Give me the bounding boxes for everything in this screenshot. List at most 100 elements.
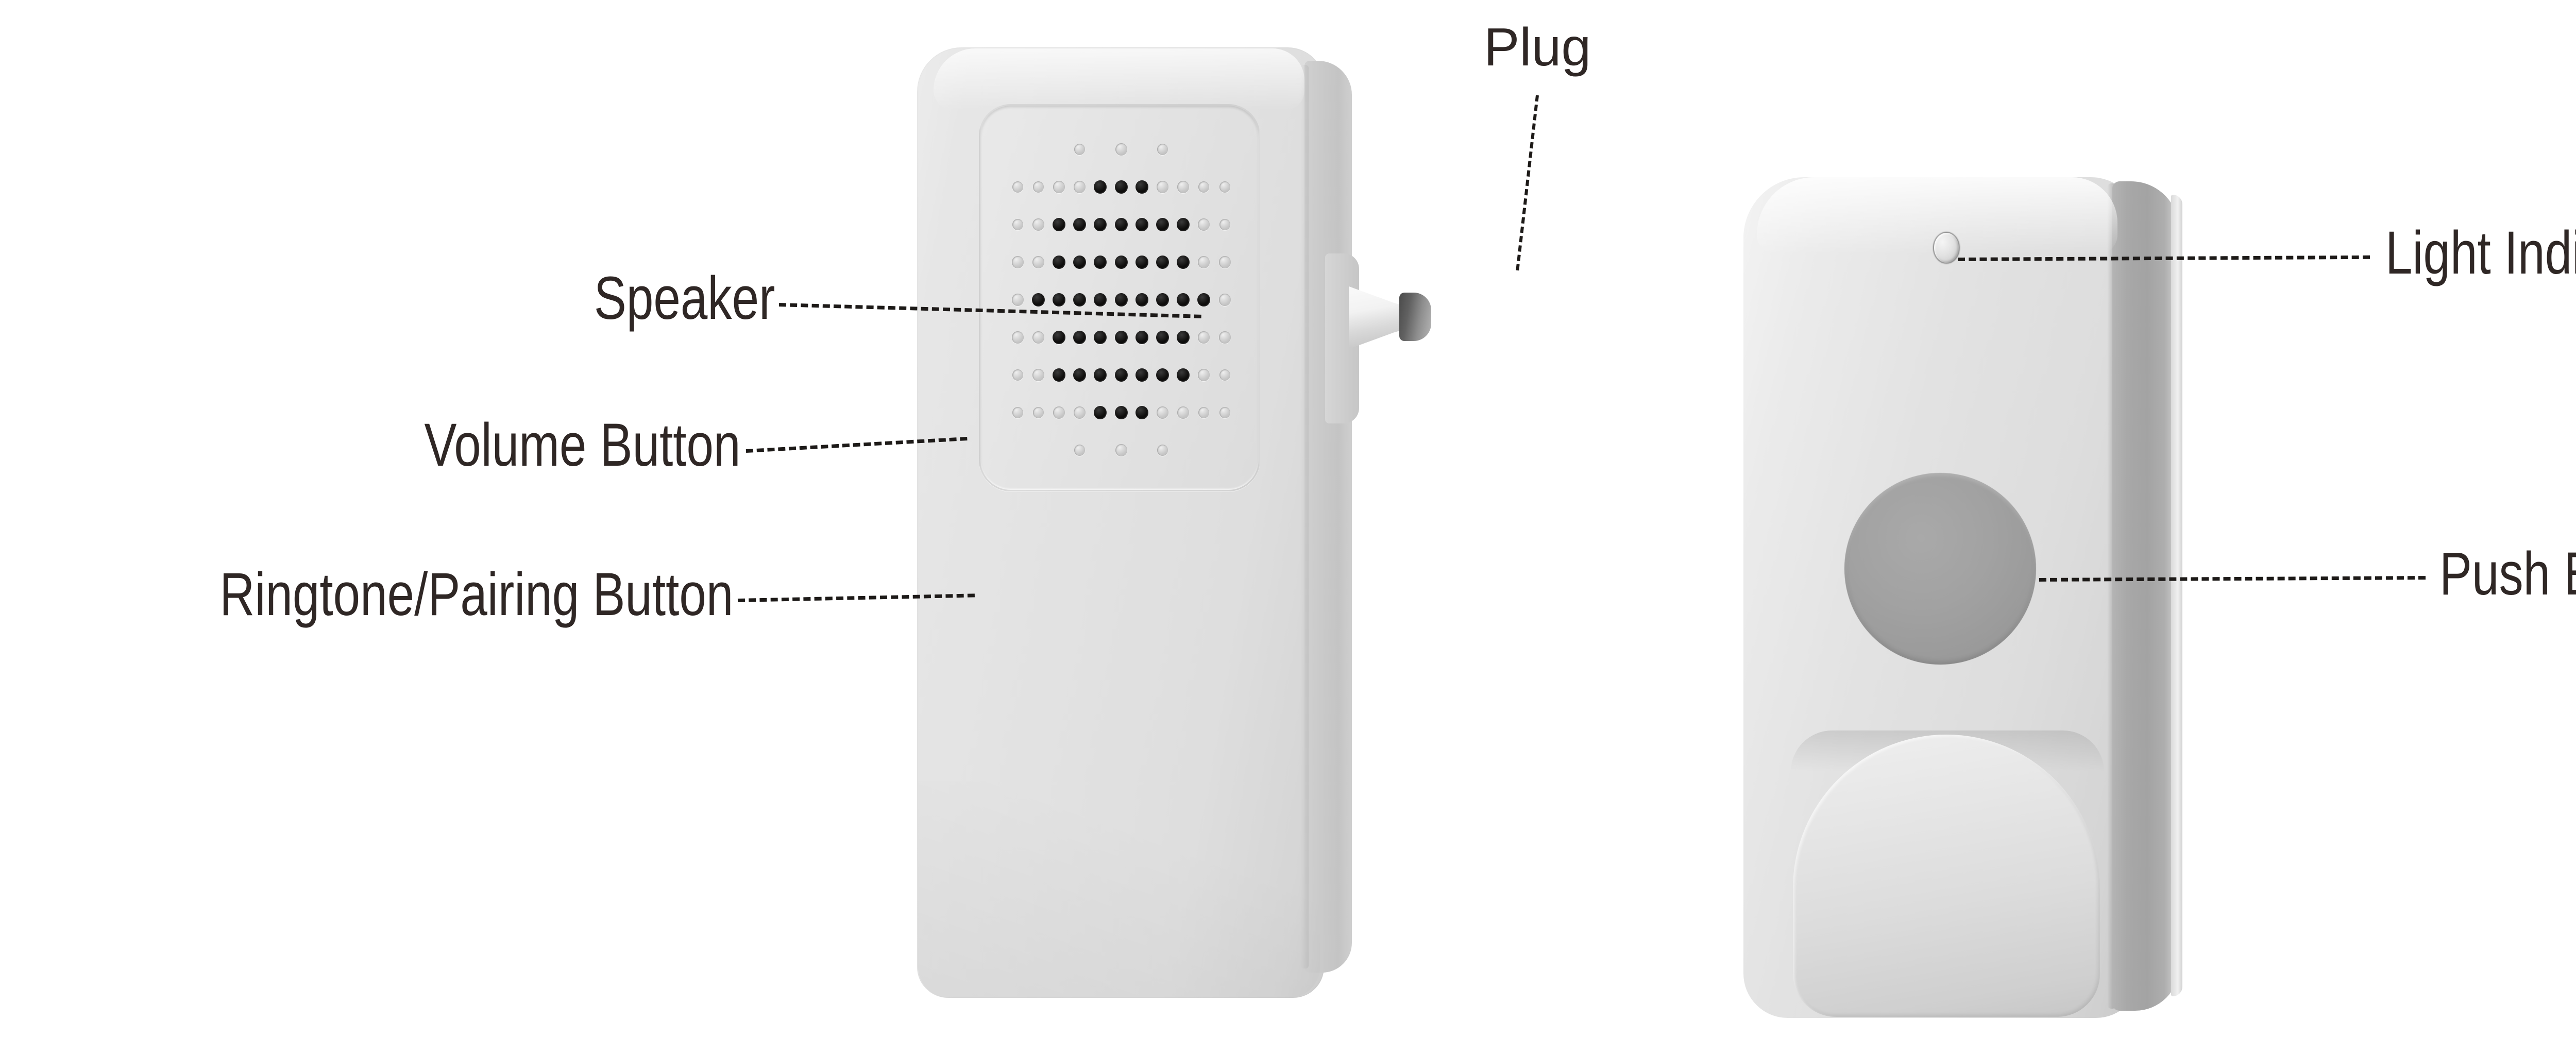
chime-body-seam	[1300, 65, 1309, 968]
grille-hole	[1157, 444, 1168, 456]
grille-hole	[1198, 406, 1210, 418]
grille-hole	[1052, 368, 1065, 382]
push-button-circle[interactable]	[1844, 473, 2036, 665]
grille-hole	[1032, 181, 1044, 193]
bottom-dome	[1793, 735, 2100, 1017]
grille-hole	[1114, 405, 1128, 419]
label-ringtone-pairing-button: Ringtone/Pairing Button	[219, 564, 733, 625]
grille-hole	[1012, 406, 1023, 418]
label-light-indicator: Light Indicator	[2385, 223, 2576, 283]
grille-hole	[1032, 406, 1044, 418]
grille-hole	[1156, 255, 1169, 269]
grille-hole	[1094, 255, 1107, 269]
label-plug: Plug	[1484, 21, 1591, 74]
grille-hole	[1218, 256, 1231, 268]
grille-hole	[1094, 217, 1107, 231]
grille-hole	[1094, 293, 1107, 307]
grille-hole	[1115, 143, 1127, 156]
grille-hole	[1073, 255, 1087, 269]
grille-hole	[1156, 217, 1169, 231]
label-speaker-text: Speaker	[594, 264, 775, 332]
chime-body-side	[1304, 61, 1352, 973]
label-plug-text: Plug	[1484, 18, 1591, 77]
speaker-grille-panel	[979, 104, 1260, 491]
grille-hole	[1074, 444, 1086, 456]
grille-hole	[1177, 217, 1190, 231]
grille-hole	[1053, 406, 1065, 419]
grille-hole	[1011, 293, 1024, 306]
grille-hole	[1052, 330, 1065, 344]
grille-hole	[1032, 368, 1044, 381]
grille-hole	[1177, 180, 1190, 193]
label-push-button: Push Button	[2439, 543, 2576, 604]
label-light-indicator-text: Light Indicator	[2385, 219, 2576, 287]
grille-hole	[1073, 217, 1087, 231]
label-ringtone-pairing-button-text: Ringtone/Pairing Button	[219, 560, 733, 628]
grille-hole	[1156, 406, 1168, 419]
grille-hole	[1156, 180, 1168, 193]
label-speaker: Speaker	[594, 268, 775, 329]
grille-hole	[1177, 255, 1190, 269]
grille-hole	[1012, 369, 1023, 381]
grille-hole	[1094, 330, 1107, 344]
grille-hole	[1135, 405, 1148, 419]
grille-hole	[1218, 331, 1231, 344]
grille-hole	[1177, 368, 1190, 382]
grille-hole	[1198, 256, 1210, 268]
grille-hole	[1177, 406, 1190, 419]
grille-hole	[1031, 293, 1045, 307]
grille-hole	[1032, 218, 1044, 231]
grille-hole	[1052, 293, 1065, 307]
grille-hole	[1135, 180, 1148, 194]
grille-hole	[1114, 255, 1128, 269]
grille-hole	[1073, 293, 1087, 307]
grille-hole	[1032, 331, 1044, 344]
grille-hole	[1074, 406, 1086, 419]
push-button-device	[1743, 174, 2228, 1019]
grille-hole	[1074, 143, 1086, 155]
grille-hole	[1012, 181, 1023, 193]
grille-hole	[1219, 369, 1230, 381]
label-volume-button-text: Volume Button	[424, 411, 741, 479]
grille-hole	[1073, 330, 1087, 344]
grille-hole	[1156, 293, 1169, 307]
grille-hole	[1011, 331, 1024, 344]
grille-hole	[1135, 368, 1148, 382]
light-indicator-lens	[1933, 232, 1960, 264]
grille-hole	[1032, 256, 1044, 268]
grille-hole	[1094, 180, 1107, 194]
grille-hole	[1114, 330, 1128, 344]
grille-hole	[1219, 218, 1230, 230]
grille-hole	[1198, 368, 1210, 381]
grille-hole	[1114, 180, 1128, 194]
grille-hole	[1114, 217, 1128, 231]
grille-hole	[1115, 444, 1127, 456]
grille-hole	[1135, 217, 1148, 231]
grille-hole	[1052, 217, 1065, 231]
label-volume-button: Volume Button	[425, 415, 741, 475]
grille-hole	[1073, 368, 1087, 382]
plug-prong-tip[interactable]	[1399, 293, 1431, 341]
grille-hole	[1135, 293, 1148, 307]
grille-hole	[1053, 180, 1065, 193]
label-push-button-text: Push Button	[2439, 540, 2576, 608]
grille-hole	[1114, 368, 1128, 382]
grille-hole	[1156, 368, 1169, 382]
speaker-grille-holes	[980, 106, 1259, 490]
grille-hole	[1135, 330, 1148, 344]
grille-hole	[1177, 293, 1190, 307]
grille-hole	[1052, 255, 1065, 269]
grille-hole	[1011, 256, 1024, 268]
grille-hole	[1157, 143, 1168, 155]
grille-hole	[1197, 293, 1211, 307]
grille-hole	[1135, 255, 1148, 269]
grille-hole	[1074, 180, 1086, 193]
grille-hole	[1219, 406, 1230, 418]
grille-hole	[1198, 331, 1210, 344]
grille-hole	[1094, 368, 1107, 382]
grille-hole	[1177, 330, 1190, 344]
grille-hole	[1219, 181, 1230, 193]
grille-hole	[1198, 181, 1210, 193]
grille-hole	[1218, 293, 1231, 306]
